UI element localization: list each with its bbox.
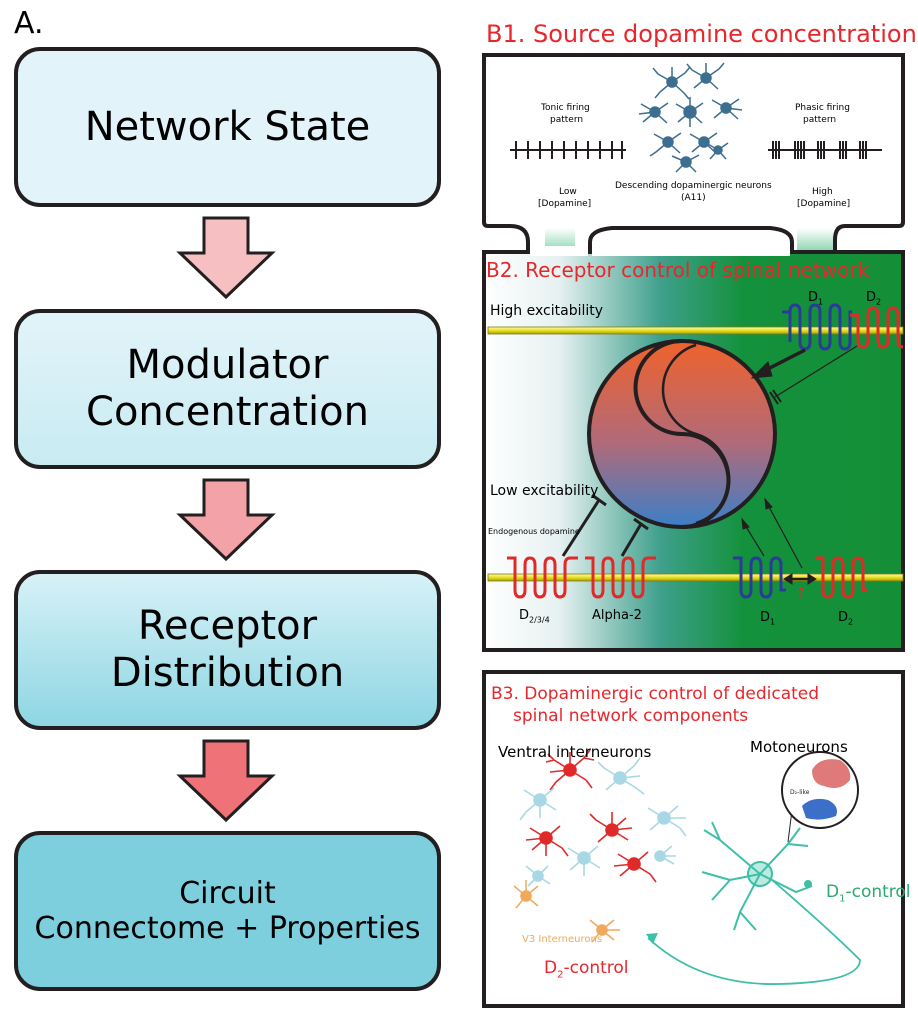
low-excitability-membrane xyxy=(487,573,904,582)
high-dopamine-2: [Dopamine] xyxy=(797,199,851,209)
b3-title-line1: B3. Dopaminergic control of dedicated xyxy=(491,684,820,704)
low-excitability-label: Low excitability xyxy=(490,483,599,499)
axon-terminal-arrow xyxy=(646,933,658,944)
b1-box-outline xyxy=(482,53,905,254)
d2-receptor-bottom xyxy=(815,556,868,599)
network-state-box: Network State xyxy=(14,47,441,207)
dopaminergic-neuron-cluster xyxy=(638,62,743,173)
high-excitability-label: High excitability xyxy=(490,303,604,319)
receptor-text-line2: Distribution xyxy=(110,650,345,696)
b2-title: B2. Receptor control of spinal network xyxy=(486,258,870,282)
d1-top-label: D1 xyxy=(808,290,824,307)
inset-label: D₂-like xyxy=(790,789,810,796)
motoneuron xyxy=(647,821,861,985)
v3-interneuron-cluster xyxy=(513,880,620,943)
circuit-box: Circuit Connectome + Properties xyxy=(14,831,441,991)
d2-bottom-label: D2 xyxy=(838,610,854,627)
modulator-text-line2: Concentration xyxy=(86,389,369,435)
ventral-interneuron-cluster xyxy=(519,749,687,887)
alpha2-receptor xyxy=(585,556,656,599)
b3-title-line2: spinal network components xyxy=(513,706,749,726)
receptor-text-line1: Receptor xyxy=(137,603,318,650)
panel-a-arrows xyxy=(176,216,276,823)
down-arrow-3 xyxy=(176,739,276,823)
phasic-label-1: Phasic firing xyxy=(795,103,850,113)
b2-neck-fill-left xyxy=(530,246,588,256)
tonic-label-1: Tonic firing xyxy=(541,103,590,113)
alpha2-label: Alpha-2 xyxy=(592,608,642,623)
network-state-text: Network State xyxy=(84,103,371,150)
descending-neurons-2: (A11) xyxy=(681,193,706,203)
endogenous-dopamine-label: Endogenous dopamine xyxy=(488,527,580,536)
ventral-interneurons-label: Ventral interneurons xyxy=(498,743,652,761)
spinal-network-ball xyxy=(587,339,777,529)
question-mark: ? xyxy=(798,586,805,600)
tonic-label-2: pattern xyxy=(550,115,584,125)
d1-receptor-top xyxy=(782,303,852,351)
phasic-label-2: pattern xyxy=(803,115,837,125)
circuit-text-line2: Connectome + Properties xyxy=(34,911,421,946)
low-dopamine-2: [Dopamine] xyxy=(538,199,592,209)
receptor-distribution-box: Receptor Distribution xyxy=(14,570,441,730)
high-excitability-membrane xyxy=(487,326,904,335)
v3-interneurons-label: V3 Interneurons xyxy=(522,934,603,945)
b2-connections xyxy=(561,345,858,585)
phasic-spike-train xyxy=(768,141,882,159)
modulator-text-line1: Modulator xyxy=(126,342,329,389)
motoneurons-label: Motoneurons xyxy=(750,738,848,756)
d234-receptor xyxy=(507,556,578,599)
b1-title: B1. Source dopamine concentration xyxy=(486,20,917,48)
synapse-inset: D₂-like xyxy=(781,751,859,843)
down-arrow-2 xyxy=(176,478,276,562)
tonic-spike-train xyxy=(510,141,626,159)
low-dopamine-1: Low xyxy=(559,187,577,197)
down-arrow-1 xyxy=(176,216,276,300)
d2-control-label: D2-control xyxy=(544,958,629,981)
d2-receptor-top xyxy=(850,306,904,349)
d1-receptor-bottom xyxy=(733,556,786,599)
d2-top-label: D2 xyxy=(866,290,882,307)
panel-a-label: A. xyxy=(14,6,44,41)
circuit-text-line1: Circuit xyxy=(179,875,276,911)
descending-neurons-1: Descending dopaminergic neurons xyxy=(615,181,772,191)
d1-control-label: D1-control xyxy=(826,882,911,905)
b1-right-neck-glow xyxy=(797,228,833,254)
b3-box xyxy=(482,670,905,1008)
d1-bottom-label: D1 xyxy=(760,610,776,627)
b2-neck-fill-mid xyxy=(592,246,790,256)
d234-label: D2/3/4 xyxy=(519,608,550,625)
high-dopamine-1: High xyxy=(812,187,833,197)
modulator-concentration-box: Modulator Concentration xyxy=(14,309,441,469)
